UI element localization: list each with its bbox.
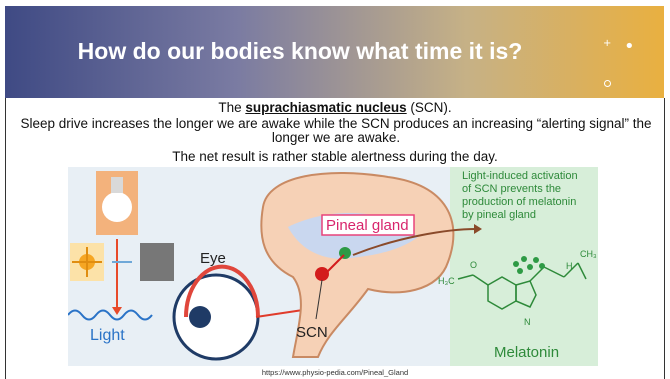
sleep-drive-text: Sleep drive increases the longer we are … (20, 117, 652, 145)
source-link[interactable]: https://www.physio-pedia.com/Pineal_Glan… (0, 368, 670, 377)
right-border (664, 98, 665, 379)
moon-box (140, 243, 174, 281)
decorative-dot-icon: • (624, 40, 635, 54)
scn-link[interactable]: suprachiasmatic nucleus (245, 100, 406, 115)
scn-label: SCN (296, 324, 328, 341)
note-line-2: of SCN prevents the (462, 183, 561, 195)
note-line-3: production of melatonin (462, 196, 576, 208)
melatonin-label: Melatonin (494, 344, 559, 361)
intro-prefix: The (218, 100, 245, 115)
intro-line: The suprachiasmatic nucleus (SCN). (0, 101, 670, 115)
indole-n-label: N (524, 317, 531, 327)
pineal-label: Pineal gland (326, 217, 409, 234)
left-border (5, 98, 6, 379)
light-label: Light (90, 327, 125, 344)
oxygen-label: O (470, 260, 477, 270)
net-result-text: The net result is rather stable alertnes… (0, 150, 670, 164)
scn-dot (315, 267, 329, 281)
ch3-label: CH₃ (580, 249, 597, 259)
pupil (189, 306, 211, 328)
slide-title: How do our bodies know what time it is? (0, 38, 600, 65)
eye-label: Eye (200, 250, 226, 267)
pineal-diagram: Light Eye Pineal gland SCN Light-induced… (68, 167, 598, 366)
nh-label: H (566, 261, 573, 271)
top-strip (0, 0, 670, 6)
note-line-1: Light-induced activation (462, 170, 578, 182)
note-line-4: by pineal gland (462, 209, 536, 221)
intro-suffix: (SCN). (407, 100, 452, 115)
decorative-plus-icon: + (603, 38, 611, 49)
h3c-label: H₃C (438, 276, 455, 286)
decorative-ring-icon (604, 80, 611, 87)
